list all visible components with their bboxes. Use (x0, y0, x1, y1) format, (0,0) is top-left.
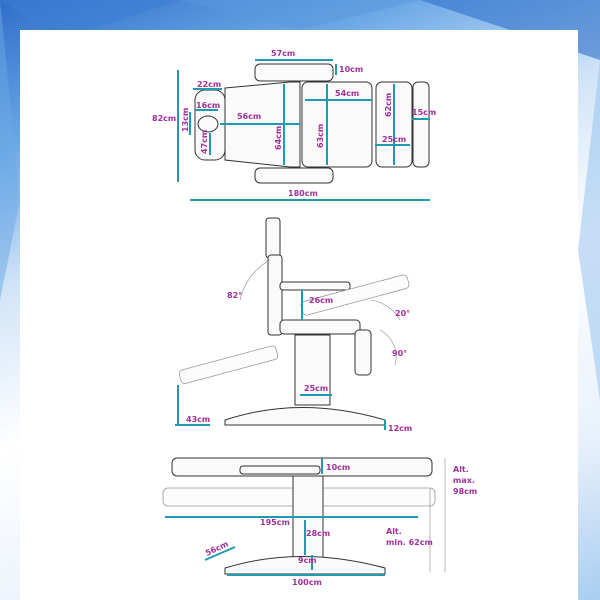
dim-top-thickness: 10cm (326, 463, 350, 472)
leg-raised (300, 274, 410, 316)
armrest-side (279, 281, 351, 291)
dim-base-rise: 9cm (298, 556, 317, 565)
back-angle-arc (239, 259, 271, 301)
backrest-reclined (178, 345, 279, 384)
base-side (224, 407, 386, 426)
column-side (294, 334, 331, 406)
dim-base-length: 100cm (292, 578, 322, 587)
dim-headrest-width: 22cm (197, 80, 221, 89)
dim-knee-angle: 90° (392, 349, 407, 358)
column-flat (292, 475, 324, 567)
max-height-label: Alt. (453, 465, 469, 474)
dim-headrest-side: 47cm (200, 130, 209, 154)
armrest-bottom (254, 167, 334, 184)
seat (301, 81, 373, 168)
seat-side (279, 319, 361, 335)
dim-column-height: 28cm (306, 529, 330, 538)
leg-down (354, 329, 372, 376)
foot-section (412, 81, 430, 168)
flat-view: 10cm 195cm 28cm 9cm 56cm 100cm Alt. max.… (162, 457, 477, 587)
dim-flat-length: 195cm (260, 518, 290, 527)
dim-backrest-width: 64cm (274, 126, 283, 150)
side-view: 82° 26cm 20° 90° 25cm 43cm 12cm (175, 217, 412, 433)
max-height-value: 98cm (453, 487, 477, 496)
armrest-top (254, 63, 334, 82)
dim-back-angle: 82° (227, 291, 242, 300)
leg-angle-arc (369, 299, 401, 321)
knee-angle-arc (379, 329, 397, 366)
dim-head-length: 56cm (237, 112, 261, 121)
armrest-flat (239, 465, 321, 475)
top-view: 57cm 10cm 22cm 16cm 56cm 54cm 15cm 25cm … (152, 49, 436, 201)
min-height-value: min. 62cm (386, 538, 433, 547)
dim-leg-width: 62cm (384, 93, 393, 117)
dim-armrest-width: 57cm (271, 49, 295, 58)
dim-face-hole: 16cm (196, 101, 220, 110)
dim-foot-length: 15cm (412, 108, 436, 117)
dim-seat-width: 63cm (316, 124, 325, 148)
dim-face-hole-height: 13cm (181, 108, 190, 132)
face-hole (197, 115, 219, 133)
dim-floor-clearance: 43cm (186, 415, 210, 424)
dim-column-width: 25cm (304, 384, 328, 393)
dim-leg-length: 25cm (382, 135, 406, 144)
dim-leg-angle: 20° (395, 309, 410, 318)
max-height-label2: max. (453, 476, 475, 485)
backrest-upright (267, 254, 283, 336)
base-flat (224, 556, 386, 575)
dim-seat-length: 54cm (335, 89, 359, 98)
headrest-upright (265, 217, 281, 259)
dim-armrest-height: 26cm (309, 296, 333, 305)
dim-total-length: 180cm (288, 189, 318, 198)
dim-armrest-thickness: 10cm (339, 65, 363, 74)
dim-base-height: 12cm (388, 424, 412, 433)
dim-total-width: 82cm (152, 114, 176, 123)
min-height-label: Alt. (386, 527, 402, 536)
